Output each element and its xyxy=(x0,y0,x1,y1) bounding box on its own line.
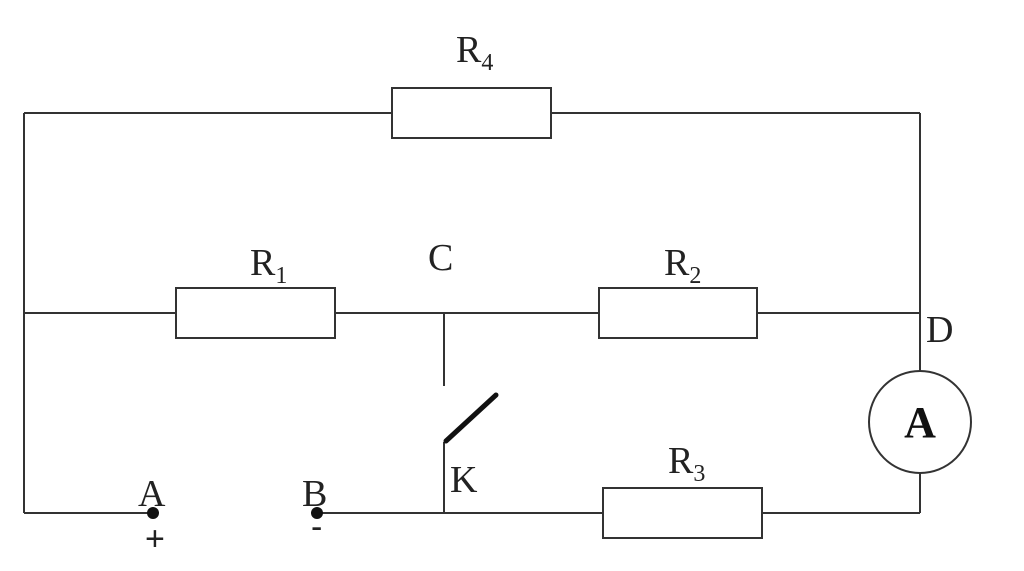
terminal-b-sign: - xyxy=(311,508,322,546)
terminal-a-sign: + xyxy=(145,520,165,558)
switch-label-k: K xyxy=(450,459,478,501)
ammeter xyxy=(868,370,972,474)
label-r4: R4 xyxy=(456,29,493,76)
node-label-c: C xyxy=(428,237,453,279)
node-label-d: D xyxy=(926,309,953,351)
wires xyxy=(23,112,921,514)
label-r1: R1 xyxy=(250,242,287,289)
terminal-b-dot xyxy=(311,507,323,519)
terminal-a-dot xyxy=(147,507,159,519)
resistor-r3 xyxy=(602,487,763,539)
resistor-r1 xyxy=(175,287,336,339)
ammeter-label: A xyxy=(904,398,936,447)
label-r2: R2 xyxy=(664,242,701,289)
switch-k-blade xyxy=(443,392,499,444)
label-r3: R3 xyxy=(668,440,705,487)
resistor-r2 xyxy=(598,287,758,339)
resistor-r4 xyxy=(391,87,552,139)
